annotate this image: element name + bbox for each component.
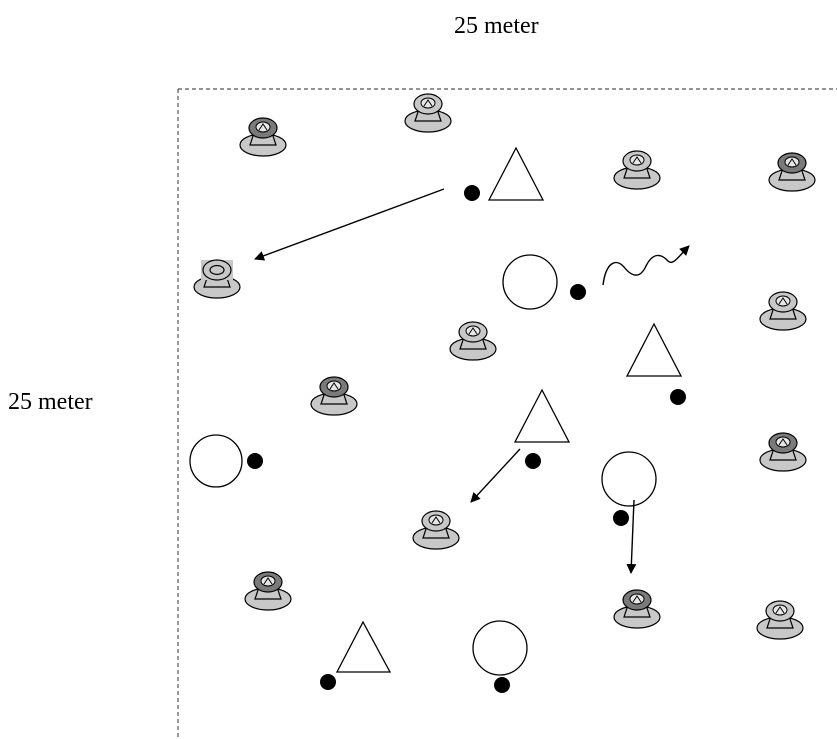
- triangle-mobile-node-icon: [487, 146, 545, 201]
- sensor-node-icon: [412, 510, 460, 550]
- transmission-arrow: [626, 499, 637, 574]
- transmission-arrow: [470, 448, 521, 503]
- dot-marker-icon: [247, 453, 263, 469]
- sensor-node-icon: [756, 600, 804, 640]
- circle-mobile-node-icon: [472, 620, 528, 676]
- wireless-signal-arrow: [602, 245, 690, 286]
- triangle-mobile-node-icon: [513, 388, 571, 443]
- circle-mobile-node-icon: [189, 434, 243, 488]
- sensor-node-icon: [613, 589, 661, 629]
- triangle-mobile-node-icon: [335, 620, 392, 673]
- sensor-node-icon: [244, 571, 292, 611]
- dot-marker-icon: [670, 389, 686, 405]
- triangle-mobile-node-icon: [625, 322, 683, 377]
- base-station-icon: [193, 259, 241, 299]
- side-dimension-label: 25 meter: [8, 389, 93, 415]
- top-dimension-label: 25 meter: [454, 13, 539, 39]
- dot-marker-icon: [570, 284, 586, 300]
- area-border: [177, 88, 837, 739]
- transmission-arrow: [254, 188, 445, 261]
- sensor-node-icon: [768, 152, 816, 192]
- dot-marker-icon: [464, 185, 480, 201]
- circle-mobile-node-icon: [502, 254, 558, 310]
- dot-marker-icon: [613, 510, 629, 526]
- sensor-node-icon: [310, 376, 358, 416]
- dot-marker-icon: [494, 677, 510, 693]
- dot-marker-icon: [525, 453, 541, 469]
- sensor-node-icon: [404, 93, 452, 133]
- sensor-node-icon: [759, 432, 807, 472]
- sensor-node-icon: [239, 117, 287, 157]
- sensor-node-icon: [613, 150, 661, 190]
- circle-mobile-node-icon: [601, 451, 657, 507]
- sensor-node-icon: [759, 291, 807, 331]
- sensor-node-icon: [449, 321, 497, 361]
- dot-marker-icon: [320, 674, 336, 690]
